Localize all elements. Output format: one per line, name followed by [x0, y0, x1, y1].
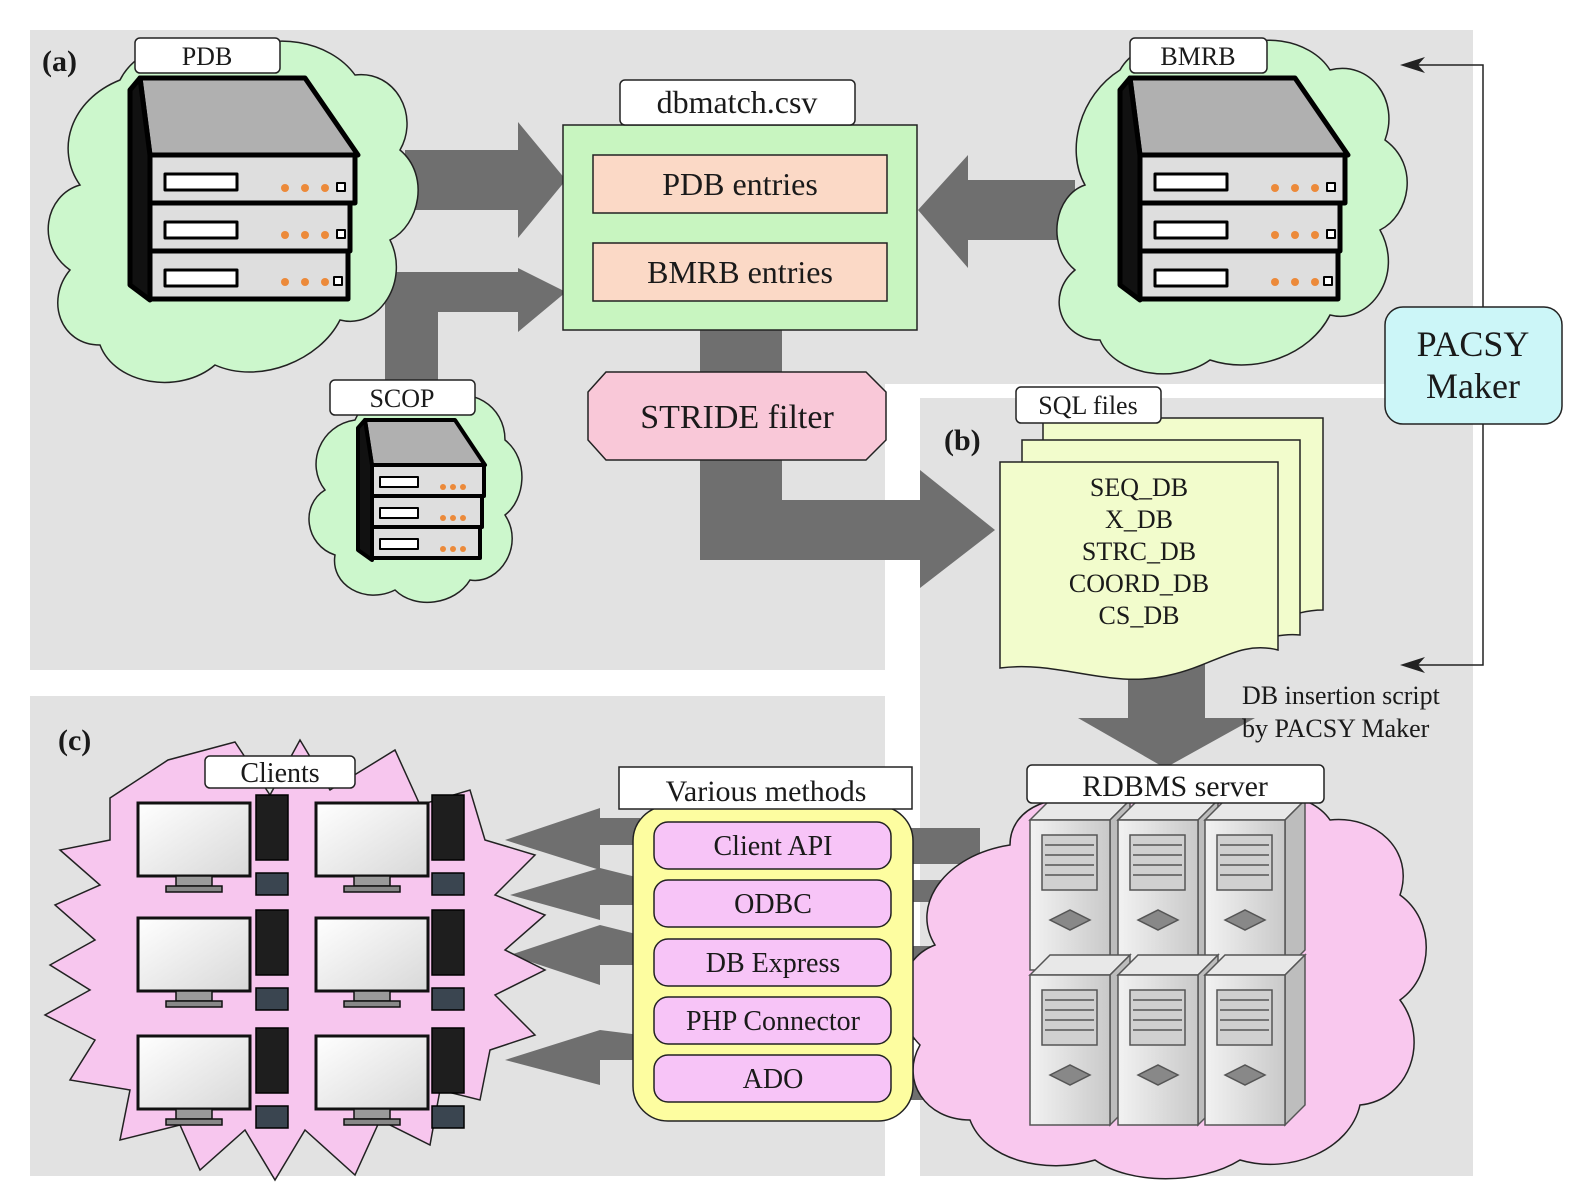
client-computer — [314, 794, 465, 896]
insertion-note-line-1: DB insertion script — [1242, 681, 1441, 710]
sql-file-coord: COORD_DB — [1069, 569, 1209, 598]
bmrb-tag-label: BMRB — [1160, 42, 1235, 71]
arrow-methods-to-clients-4 — [505, 1030, 640, 1085]
sql-file-cs: CS_DB — [1099, 601, 1180, 630]
pacsy-maker-line-2: Maker — [1426, 366, 1520, 406]
panel-c-label: (c) — [58, 724, 91, 757]
stride-filter-label: STRIDE filter — [640, 399, 834, 436]
method-client-api-label: Client API — [713, 831, 832, 862]
clients-label: Clients — [240, 758, 319, 789]
rdbms-tower — [1203, 798, 1307, 972]
rdbms-tower — [1028, 798, 1132, 972]
rdbms-tower — [1028, 953, 1132, 1127]
insertion-note-line-2: by PACSY Maker — [1242, 714, 1430, 743]
arrow-methods-to-clients-1 — [505, 808, 640, 870]
rdbms-tower-group — [1028, 798, 1307, 1127]
dbmatch-title: dbmatch.csv — [657, 84, 818, 120]
arrow-dbmatch-to-stride — [700, 325, 782, 375]
clients-tag — [204, 755, 356, 789]
method-php-connector — [653, 996, 892, 1045]
method-php-connector-label: PHP Connector — [686, 1006, 861, 1037]
pdb-entries-box — [592, 154, 888, 214]
panel-b-label: (b) — [944, 424, 981, 457]
method-odbc — [653, 879, 892, 928]
rdbms-tower — [1116, 798, 1220, 972]
sql-files-tag — [1015, 386, 1162, 424]
arrow-pdb-to-dbmatch — [405, 122, 566, 238]
arrow-stride-to-sql — [700, 455, 995, 588]
sql-file-x: X_DB — [1105, 505, 1173, 534]
client-computers — [136, 794, 465, 1129]
connector-client-api — [905, 828, 980, 864]
bmrb-entries-label: BMRB entries — [647, 254, 833, 290]
methods-tag — [618, 766, 913, 810]
scop-tag-label: SCOP — [369, 384, 434, 413]
arrow-bmrb-to-dbmatch — [918, 155, 1075, 268]
client-computer — [314, 909, 465, 1011]
bmrb-server-stack — [1117, 75, 1351, 303]
pacsy-feedback-arrows — [1415, 64, 1484, 666]
scop-server-stack — [356, 418, 487, 562]
pacsy-maker-line-1: PACSY — [1417, 324, 1530, 364]
sql-file-seq: SEQ_DB — [1090, 473, 1188, 502]
rdbms-tag — [1026, 764, 1325, 804]
arrow-scop-to-dbmatch — [385, 268, 566, 385]
client-computer — [136, 794, 289, 896]
panel-a-label: (a) — [42, 45, 77, 78]
stride-filter-box — [587, 371, 887, 461]
arrow-sql-to-rdbms — [1078, 655, 1255, 768]
arrowhead-to-sql — [1400, 657, 1425, 673]
methods-title: Various methods — [666, 775, 867, 808]
method-ado-label: ADO — [743, 1064, 804, 1095]
method-db-express — [653, 938, 892, 987]
client-computer — [314, 1027, 465, 1129]
pdb-tag-label: PDB — [182, 42, 233, 71]
arrow-methods-to-clients-3 — [510, 925, 640, 985]
scop-tag — [329, 379, 476, 416]
rdbms-label: RDBMS server — [1082, 770, 1268, 803]
pdb-server-stack — [127, 75, 361, 303]
pdb-tag — [134, 37, 281, 74]
pacsy-maker-box — [1384, 306, 1563, 425]
sql-files-stack — [999, 417, 1324, 681]
client-computer — [136, 1027, 289, 1129]
method-db-express-label: DB Express — [706, 948, 841, 979]
method-client-api — [653, 821, 892, 870]
method-odbc-label: ODBC — [734, 889, 812, 920]
bmrb-entries-box — [592, 242, 888, 302]
dbmatch-tag — [619, 79, 856, 126]
arrowhead-to-bmrb — [1400, 57, 1425, 73]
method-ado — [653, 1054, 892, 1103]
sql-file-strc: STRC_DB — [1082, 537, 1196, 566]
bmrb-tag — [1129, 37, 1268, 74]
sql-files-title: SQL files — [1038, 391, 1137, 420]
rdbms-tower — [1203, 953, 1307, 1127]
pdb-entries-label: PDB entries — [662, 166, 818, 202]
client-computer — [136, 909, 289, 1011]
arrow-methods-to-clients-2 — [510, 868, 640, 920]
rdbms-tower — [1116, 953, 1220, 1127]
